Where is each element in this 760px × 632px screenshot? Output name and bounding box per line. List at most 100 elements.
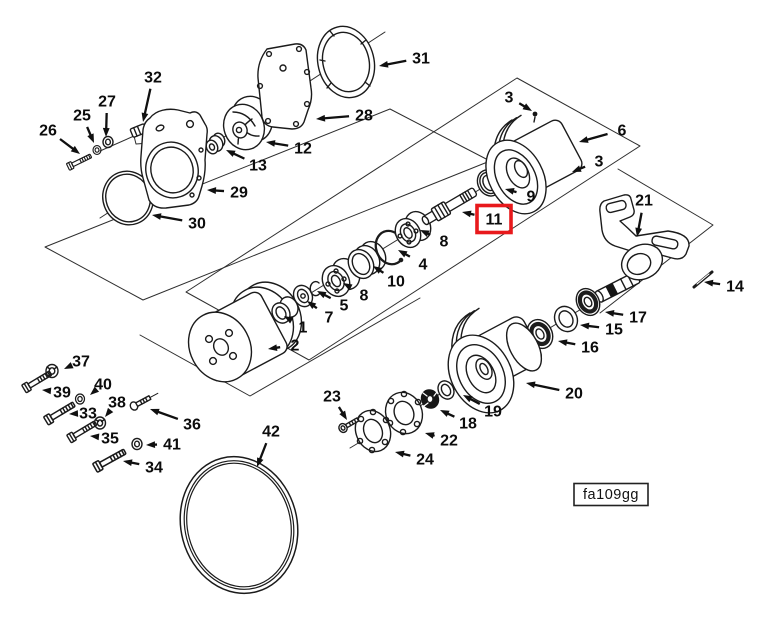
leader-arrowhead-38: [105, 407, 114, 417]
callout-33[interactable]: 33: [79, 406, 97, 423]
leader-arrowhead-32: [141, 112, 149, 122]
callout-2[interactable]: 2: [291, 338, 300, 355]
leader-arrowhead-11: [462, 210, 472, 218]
callout-22[interactable]: 22: [440, 433, 458, 450]
leader-line-21: [636, 212, 643, 232]
nut-18: [420, 389, 440, 409]
callout-19[interactable]: 19: [484, 404, 502, 421]
callout-29[interactable]: 29: [230, 185, 248, 202]
callout-30[interactable]: 30: [188, 216, 206, 233]
callout-21[interactable]: 21: [635, 193, 653, 210]
washer-40: [74, 393, 86, 405]
callout-5[interactable]: 5: [340, 298, 349, 315]
shaft-group-drawing: [187, 114, 583, 383]
callout-3a[interactable]: 3: [505, 90, 514, 107]
water-pump-group-drawing: [65, 25, 575, 226]
leader-arrowhead-17: [605, 309, 615, 317]
leader-line-26: [59, 138, 76, 152]
leader-arrowhead-40: [90, 386, 100, 395]
leader-arrowhead-39: [42, 387, 52, 395]
callout-28[interactable]: 28: [355, 108, 373, 125]
callout-37[interactable]: 37: [72, 354, 90, 371]
leader-arrowhead-21: [635, 227, 643, 237]
callout-32[interactable]: 32: [144, 70, 162, 87]
leader-line-30: [157, 214, 183, 222]
leader-arrowhead-13: [226, 150, 236, 157]
callout-38[interactable]: 38: [108, 395, 126, 412]
callout-9[interactable]: 9: [527, 189, 536, 206]
screw-36: [129, 392, 159, 411]
callout-4[interactable]: 4: [419, 257, 428, 274]
callout-1[interactable]: 1: [299, 320, 308, 337]
callout-35[interactable]: 35: [101, 431, 119, 448]
bearing-17: [575, 287, 601, 317]
figure-code-box: fa109gg: [573, 482, 649, 507]
callout-11[interactable]: 11: [486, 212, 503, 229]
callout-15[interactable]: 15: [605, 322, 623, 339]
bolt-26: [65, 151, 94, 171]
leader-line-6: [584, 132, 608, 142]
washer-27: [102, 135, 114, 149]
callout-18[interactable]: 18: [459, 416, 477, 433]
callout-6[interactable]: 6: [618, 123, 627, 140]
slinger-13: [205, 132, 226, 155]
callout-7[interactable]: 7: [325, 310, 334, 327]
callout-23[interactable]: 23: [323, 389, 341, 406]
leader-arrowhead-23: [339, 410, 347, 420]
leader-arrowhead-42: [257, 457, 264, 467]
leader-line-32: [143, 88, 152, 117]
callout-3b[interactable]: 3: [595, 154, 604, 171]
callout-17[interactable]: 17: [629, 310, 647, 327]
callout-26[interactable]: 26: [39, 123, 57, 140]
callout-16[interactable]: 16: [581, 340, 599, 357]
screw-3a-shank: [533, 116, 536, 123]
callout-12[interactable]: 12: [294, 141, 312, 158]
callout-8b[interactable]: 8: [440, 234, 449, 251]
callout-42[interactable]: 42: [262, 424, 280, 441]
callout-36[interactable]: 36: [183, 417, 201, 434]
leader-arrowhead-6: [579, 136, 589, 143]
callout-34[interactable]: 34: [145, 460, 163, 477]
callout-39[interactable]: 39: [53, 385, 71, 402]
nut-38: [93, 416, 107, 430]
leader-arrowhead-10: [373, 266, 383, 274]
callout-40[interactable]: 40: [94, 377, 112, 394]
leader-arrowhead-20: [526, 381, 536, 389]
callout-27[interactable]: 27: [98, 94, 116, 111]
leader-arrowhead-2: [268, 344, 278, 352]
leader-arrowhead-3b: [572, 165, 582, 172]
bolt-35: [65, 418, 99, 444]
callout-8a[interactable]: 8: [360, 288, 369, 305]
callout-10[interactable]: 10: [387, 274, 405, 291]
callout-41[interactable]: 41: [163, 437, 181, 454]
callout-24[interactable]: 24: [416, 452, 434, 469]
pin-14: [692, 270, 714, 289]
leader-arrowhead-1: [284, 316, 294, 324]
washer-25: [92, 144, 102, 156]
leader-arrowhead-15: [580, 322, 590, 330]
bolt-23: [338, 417, 360, 434]
spacer-1: [271, 296, 299, 324]
callout-25[interactable]: 25: [73, 108, 91, 125]
leader-arrowhead-27: [102, 127, 110, 137]
leader-arrowhead-7: [307, 301, 317, 310]
cover-ring-31: [316, 25, 376, 99]
callout-13[interactable]: 13: [249, 158, 267, 175]
leader-arrowhead-41: [146, 441, 156, 449]
callout-31[interactable]: 31: [412, 51, 430, 68]
leader-arrowhead-34: [123, 459, 133, 467]
leader-arrowhead-26: [70, 145, 80, 154]
plate-24: [354, 408, 392, 454]
mounting-hardware-drawing: [20, 363, 299, 595]
callout-14[interactable]: 14: [726, 279, 744, 296]
callout-20[interactable]: 20: [565, 386, 583, 403]
leader-arrowhead-24: [395, 450, 405, 458]
leader-arrowhead-12: [266, 140, 276, 147]
leader-arrowhead-31: [379, 60, 389, 68]
leader-arrowhead-37: [64, 362, 74, 369]
leader-arrowhead-25: [87, 133, 94, 143]
pulley-2: [187, 281, 303, 383]
leader-arrowhead-3a: [522, 103, 532, 111]
leader-arrowhead-4: [398, 250, 408, 258]
